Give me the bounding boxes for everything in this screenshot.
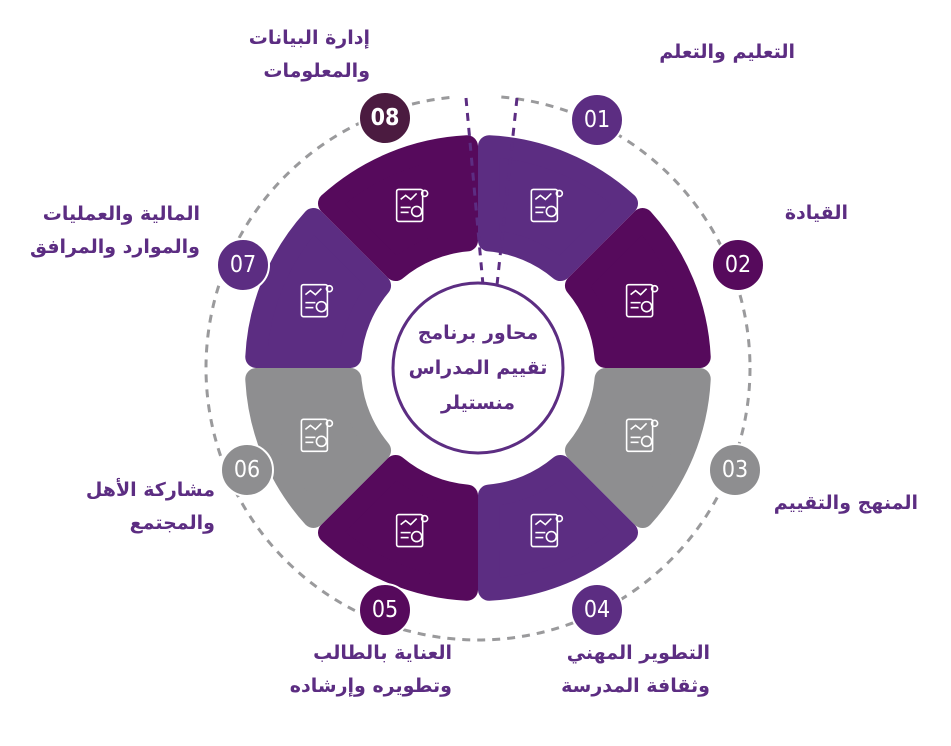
label-02: القيادة [785, 197, 848, 230]
label-05-line1: العناية بالطالب [313, 642, 452, 664]
label-05-line2: وتطويره وإرشاده [289, 675, 452, 697]
label-01: التعليم والتعلم [659, 36, 795, 69]
center-circle [391, 281, 565, 455]
label-06: مشاركة الأهل والمجتمع [86, 474, 215, 540]
badge-04: 04 [570, 583, 624, 637]
label-04-line2: وثقافة المدرسة [561, 675, 710, 697]
label-08-line2: والمعلومات [263, 60, 370, 82]
hand-group-icon [625, 283, 659, 318]
badge-03: 03 [708, 443, 762, 497]
dashed-connector-right [495, 97, 519, 286]
label-08: إدارة البيانات والمعلومات [249, 22, 370, 88]
community-cycle-icon [300, 418, 334, 453]
segment-08 [317, 135, 479, 282]
center-title: محاور برنامج تقييم المدراس منستيلر [393, 283, 563, 453]
label-01-line1: التعليم والتعلم [659, 41, 795, 63]
label-04-line1: التطوير المهني [566, 642, 710, 664]
student-care-icon [395, 513, 429, 548]
finance-gear-icon [300, 283, 334, 318]
center-title-line3: منستيلر [441, 391, 515, 414]
center-title-line2: تقييم المدراس [408, 356, 548, 379]
label-03: المنهج والتقييم [774, 487, 918, 520]
label-07-line1: المالية والعمليات [42, 203, 200, 225]
hand-growth-chart-icon [530, 513, 564, 548]
center-title-line1: محاور برنامج [417, 321, 539, 344]
badge-08: 08 [358, 91, 412, 145]
dashed-connector-left [464, 97, 485, 286]
label-04: التطوير المهني وثقافة المدرسة [561, 637, 710, 703]
badge-06: 06 [220, 443, 274, 497]
segment-07 [245, 207, 392, 369]
badge-02: 02 [711, 238, 765, 292]
badge-01: 01 [570, 93, 624, 147]
segment-02 [564, 207, 711, 369]
lightbulb-people-icon [530, 188, 564, 223]
label-07-line2: والموارد والمرافق [29, 236, 200, 258]
segment-03 [564, 367, 711, 529]
data-report-icon [395, 188, 429, 223]
label-03-line1: المنهج والتقييم [773, 492, 918, 514]
label-05: العناية بالطالب وتطويره وإرشاده [290, 637, 452, 703]
label-02-line1: القيادة [784, 202, 848, 224]
label-07: المالية والعمليات والموارد والمرافق [30, 198, 200, 264]
label-06-line2: والمجتمع [129, 512, 215, 534]
label-06-line1: مشاركة الأهل [85, 479, 215, 501]
checklist-magnifier-icon [625, 418, 659, 453]
badge-05: 05 [358, 583, 412, 637]
label-08-line1: إدارة البيانات [248, 27, 370, 49]
segment-06 [245, 367, 392, 529]
badge-07: 07 [216, 238, 270, 292]
segment-05 [317, 454, 479, 601]
